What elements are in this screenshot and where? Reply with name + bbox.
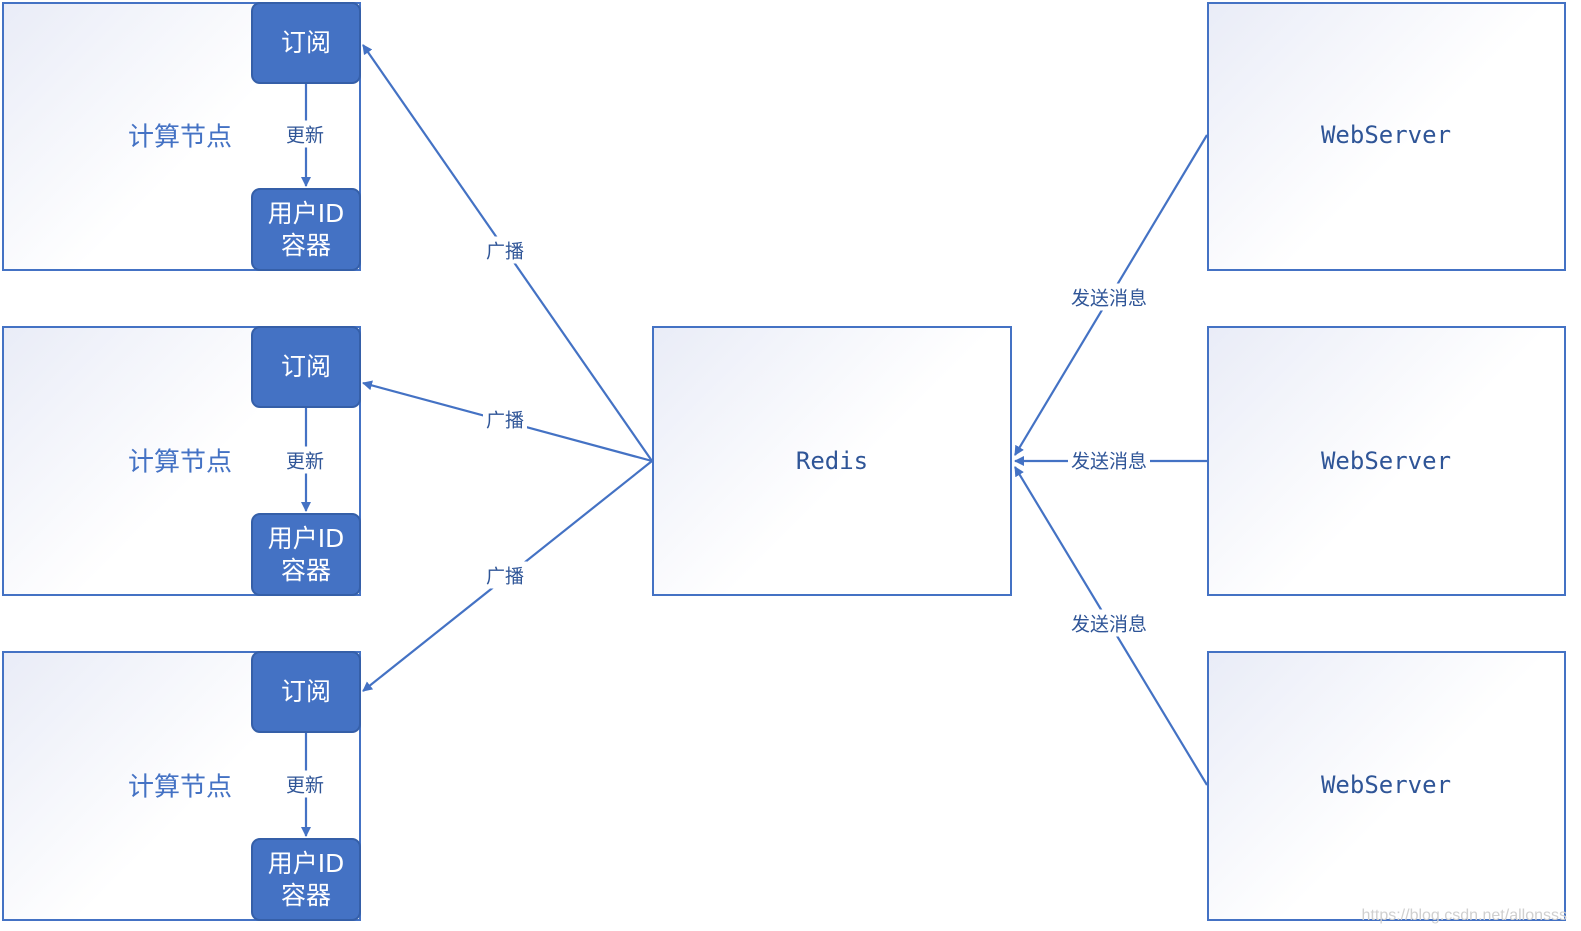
compute-node-3-subscribe: 订阅 [251,651,361,733]
compute-node-2-user-id-container: 用户ID 容器 [251,513,361,596]
web-server-3-label: WebServer [1320,771,1452,799]
compute-node-2-title: 计算节点 [127,447,233,478]
web-server-1 [1207,2,1566,271]
compute-node-3-title: 计算节点 [127,772,233,803]
compute-node-1-subscribe: 订阅 [251,2,361,84]
container-label-line1: 用户ID [267,849,345,879]
compute-node-1-title: 计算节点 [127,122,233,153]
web-server-2 [1207,326,1566,596]
container-label-line1: 用户ID [267,524,345,554]
web-server-2-label: WebServer [1320,447,1452,475]
broadcast-label-3: 广播 [482,561,528,589]
send-message-label-3: 发送消息 [1067,609,1151,637]
send-message-label-1: 发送消息 [1067,283,1151,311]
compute-node-2-subscribe: 订阅 [251,326,361,408]
send-message-label-2: 发送消息 [1067,446,1151,474]
redis-node [652,326,1012,596]
broadcast-label-2: 广播 [482,405,528,433]
container-label-line2: 容器 [280,230,331,260]
subscribe-label: 订阅 [280,352,331,382]
compute-node-3-user-id-container: 用户ID 容器 [251,838,361,921]
container-label-line1: 用户ID [267,199,345,229]
web-server-3 [1207,651,1566,921]
subscribe-label: 订阅 [280,677,331,707]
watermark: https://blog.csdn.net/allonsss [1361,907,1567,924]
update-label-3: 更新 [282,770,328,798]
update-label-2: 更新 [282,446,328,474]
broadcast-label-1: 广播 [482,236,528,264]
web-server-1-label: WebServer [1320,121,1452,149]
redis-label: Redis [795,447,869,475]
compute-node-1-user-id-container: 用户ID 容器 [251,188,361,271]
update-label-1: 更新 [282,120,328,148]
container-label-line2: 容器 [280,555,331,585]
subscribe-label: 订阅 [280,28,331,58]
container-label-line2: 容器 [280,880,331,910]
